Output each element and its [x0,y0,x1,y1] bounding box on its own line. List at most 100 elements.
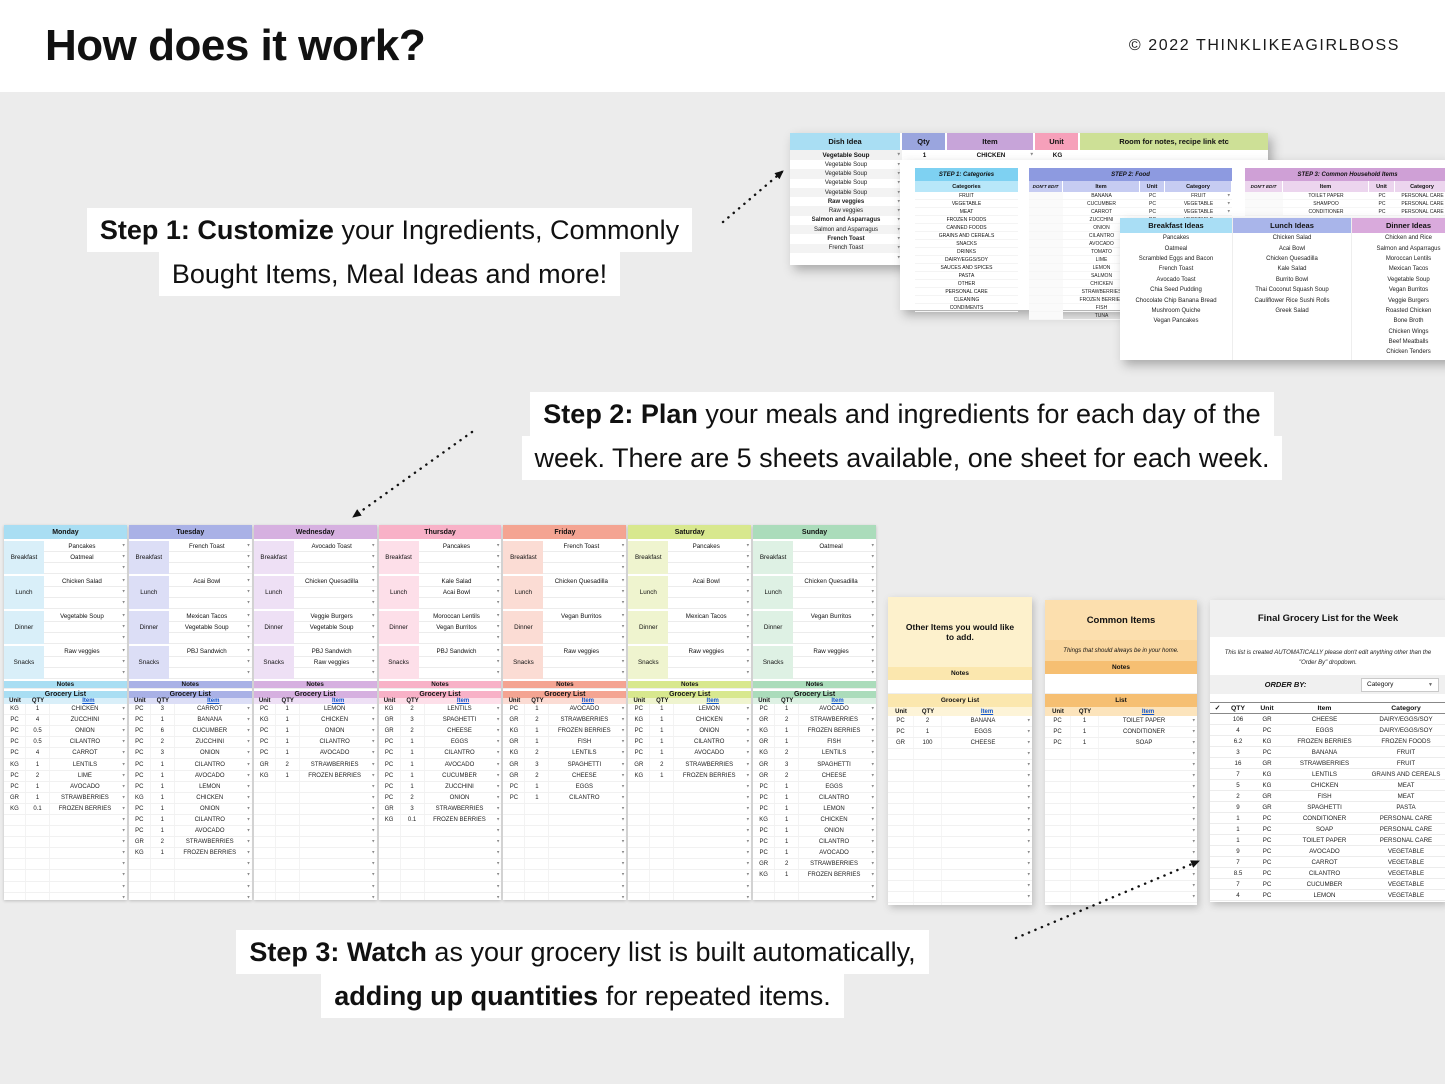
dropdown-arrow-icon[interactable]: ▾ [247,749,250,756]
meal-cell[interactable]: Vegan Burritos▾ [543,611,627,622]
dropdown-arrow-icon[interactable]: ▾ [247,716,250,723]
qty-cell[interactable]: 1 [26,704,50,715]
unit-cell[interactable]: PC [129,803,151,814]
notes-cell[interactable] [753,688,876,689]
meal-idea-cell[interactable]: Roasted Chicken [1385,307,1432,314]
item-cell[interactable]: ▾ [1099,870,1197,880]
item-cell[interactable]: TUNA [1094,312,1109,319]
qty-cell[interactable] [26,848,50,859]
dropdown-arrow-icon[interactable]: ▾ [1227,200,1230,206]
qty-cell[interactable] [650,870,675,881]
dropdown-arrow-icon[interactable]: ▾ [372,816,375,823]
item-cell[interactable]: STRAWBERRIES▾ [435,805,500,812]
item-cell[interactable]: ▾ [1099,881,1197,891]
qty-cell[interactable] [525,837,550,848]
qty-cell[interactable]: 1 [276,737,300,748]
unit-cell[interactable]: PC [129,704,151,715]
dropdown-arrow-icon[interactable]: ▾ [621,738,625,745]
unit-cell[interactable]: KG [628,770,651,781]
dropdown-arrow-icon[interactable]: ▾ [372,553,375,560]
unit-cell[interactable] [1045,760,1071,770]
meal-cell[interactable]: ▾ [668,633,752,644]
qty-cell[interactable]: 1 [775,726,800,737]
item-cell[interactable]: ▾ [50,815,127,825]
dropdown-arrow-icon[interactable]: ▾ [372,577,375,584]
meal-idea-cell[interactable]: Mushroom Quiche [1151,307,1201,314]
unit-cell[interactable]: PC [1149,200,1156,207]
dropdown-arrow-icon[interactable]: ▾ [871,772,874,779]
item-cell[interactable]: LENTILS▾ [572,749,625,757]
unit-cell[interactable] [1045,749,1071,759]
item-cell[interactable]: EGGS▾ [825,783,874,790]
meal-cell[interactable]: ▾ [418,657,502,668]
qty-cell[interactable] [1071,793,1099,803]
dropdown-arrow-icon[interactable]: ▾ [621,599,625,606]
dropdown-arrow-icon[interactable]: ▾ [247,783,250,790]
qty-cell[interactable] [1071,837,1099,847]
qty-cell[interactable] [775,881,800,892]
item-cell[interactable]: ▾ [1099,782,1197,792]
qty-cell[interactable] [1071,760,1099,770]
item-cell[interactable]: ▾ [942,859,1032,869]
dropdown-arrow-icon[interactable]: ▾ [897,170,900,177]
item-cell[interactable]: LIME▾ [77,772,125,779]
dropdown-arrow-icon[interactable]: ▾ [621,553,625,560]
qty-cell[interactable] [650,792,675,803]
dropdown-arrow-icon[interactable]: ▾ [871,727,874,734]
category-cell[interactable]: PERSONAL CARE [915,288,1018,296]
unit-cell[interactable] [129,892,151,900]
item-cell[interactable]: ▾ [674,848,751,858]
unit-cell[interactable]: PC [379,781,401,792]
meal-cell[interactable]: Pancakes▾ [418,541,502,552]
dropdown-arrow-icon[interactable]: ▾ [122,599,125,606]
dropdown-arrow-icon[interactable]: ▾ [897,235,900,242]
item-cell[interactable]: CARROT▾ [197,705,250,713]
meal-idea-cell[interactable]: Veggie Burgers [1387,297,1430,304]
dropdown-arrow-icon[interactable]: ▾ [496,564,500,571]
dropdown-arrow-icon[interactable]: ▾ [621,564,625,571]
qty-cell[interactable]: 1 [401,781,425,792]
dropdown-arrow-icon[interactable]: ▾ [122,749,125,756]
dropdown-arrow-icon[interactable]: ▾ [372,794,375,801]
dropdown-arrow-icon[interactable]: ▾ [1192,728,1195,735]
qty-cell[interactable] [26,881,50,892]
unit-cell[interactable] [4,837,26,848]
item-cell[interactable]: ▾ [942,793,1032,803]
item-cell[interactable]: ▾ [942,749,1032,759]
item-cell[interactable]: ▾ [175,893,252,900]
qty-cell[interactable] [914,859,942,869]
dropdown-arrow-icon[interactable]: ▾ [122,849,125,856]
dropdown-arrow-icon[interactable]: ▾ [372,883,375,890]
item-cell[interactable]: ▾ [300,826,377,836]
qty-cell[interactable] [775,892,800,900]
qty-cell[interactable]: 1 [151,803,175,814]
qty-cell[interactable]: 2 [26,770,50,781]
item-cell[interactable]: ▾ [1099,859,1197,869]
dropdown-arrow-icon[interactable]: ▾ [1192,882,1195,889]
unit-cell[interactable]: PC [1045,738,1071,748]
dish-cell[interactable]: Salmon and Asparragus▾ [790,225,902,235]
unit-cell[interactable] [4,881,26,892]
dropdown-arrow-icon[interactable]: ▾ [372,871,375,878]
category-cell[interactable]: VEGETABLE [915,200,1018,208]
unit-cell[interactable] [254,781,276,792]
dropdown-arrow-icon[interactable]: ▾ [122,577,125,584]
unit-cell[interactable] [503,881,526,892]
meal-cell[interactable]: Vegetable Soup▾ [293,622,377,633]
dropdown-arrow-icon[interactable]: ▾ [621,634,625,641]
unit-cell[interactable] [4,814,26,826]
category-cell[interactable]: PASTA [915,272,1018,280]
meal-cell[interactable]: ▾ [543,622,627,633]
item-cell[interactable]: ▾ [175,882,252,892]
qty-cell[interactable] [525,848,550,859]
dropdown-arrow-icon[interactable]: ▾ [122,612,125,619]
dropdown-arrow-icon[interactable]: ▾ [871,705,874,712]
dish-cell[interactable]: French Toast▾ [790,243,902,253]
dropdown-arrow-icon[interactable]: ▾ [871,783,874,790]
qty-cell[interactable] [914,848,942,858]
qty-cell[interactable]: 1 [151,814,175,826]
notes-cell[interactable] [628,688,752,689]
qty-cell[interactable]: 1 [775,803,800,814]
qty-cell[interactable] [914,782,942,792]
item-cell[interactable]: ▾ [1099,793,1197,803]
